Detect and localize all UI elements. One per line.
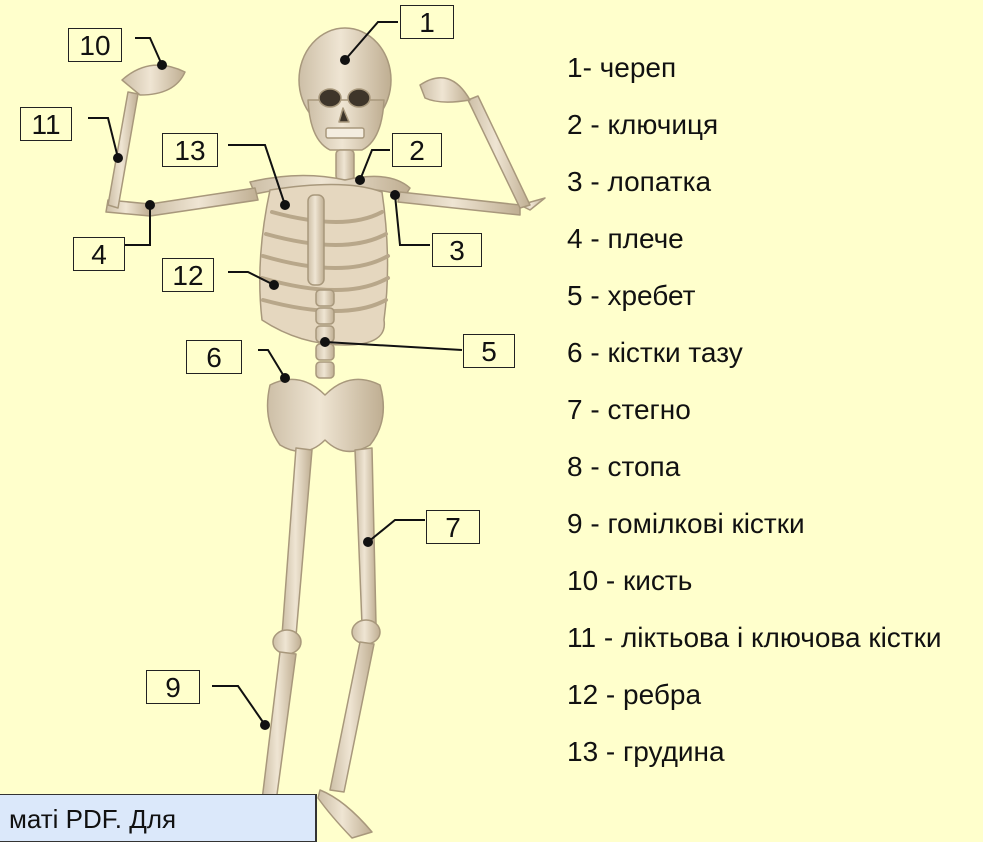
legend-item-sternum: 13 - грудина xyxy=(567,736,977,793)
legend-item-humerus: 4 - плече xyxy=(567,223,977,280)
legend-item-scapula: 3 - лопатка xyxy=(567,166,977,223)
label-box-2: 2 xyxy=(392,133,442,167)
label-box-10: 10 xyxy=(68,28,122,62)
pdf-notice-box: маті PDF. Для xyxy=(0,794,317,842)
label-box-6: 6 xyxy=(186,340,242,374)
legend-item-hand: 10 - кисть xyxy=(567,565,977,622)
legend-item-shin-bones: 9 - гомілкові кістки xyxy=(567,508,977,565)
label-box-3: 3 xyxy=(432,233,482,267)
label-box-7: 7 xyxy=(426,510,480,544)
legend-list: 1- череп 2 - ключиця 3 - лопатка 4 - пле… xyxy=(567,52,977,793)
legend-item-clavicle: 2 - ключиця xyxy=(567,109,977,166)
label-box-9: 9 xyxy=(146,670,200,704)
label-box-13: 13 xyxy=(162,133,218,167)
label-box-12: 12 xyxy=(162,258,214,292)
legend-item-pelvis: 6 - кістки тазу xyxy=(567,337,977,394)
legend-item-femur: 7 - стегно xyxy=(567,394,977,451)
label-box-1: 1 xyxy=(400,5,454,39)
legend-item-spine: 5 - хребет xyxy=(567,280,977,337)
pointer-lines xyxy=(88,22,462,730)
label-box-11: 11 xyxy=(20,107,72,141)
label-box-5: 5 xyxy=(463,334,515,368)
legend-item-foot: 8 - стопа xyxy=(567,451,977,508)
legend-item-ribs: 12 - ребра xyxy=(567,679,977,736)
legend-item-forearm-bones: 11 - ліктьова і ключова кістки xyxy=(567,622,977,654)
label-box-4: 4 xyxy=(73,237,125,271)
legend-item-skull: 1- череп xyxy=(567,52,977,109)
